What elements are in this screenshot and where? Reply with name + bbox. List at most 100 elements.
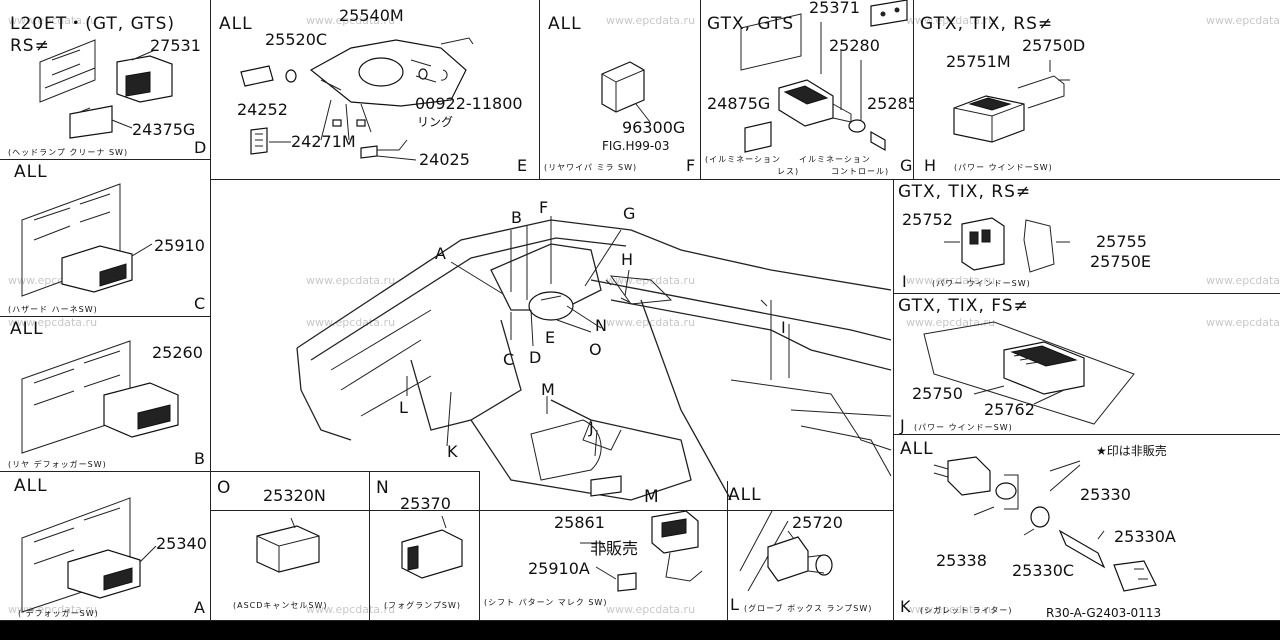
panel-k-note: ★印は非販売 xyxy=(1096,444,1167,458)
panel-b-heading: ALL xyxy=(10,319,44,339)
part-number[interactable]: 24375G xyxy=(132,120,196,139)
part-number[interactable]: 24025 xyxy=(419,150,470,169)
part-number[interactable]: 25720 xyxy=(792,513,843,532)
panel-f-caption: (リヤワイパ ミラ SW) xyxy=(544,163,638,172)
panel-k-heading: ALL xyxy=(900,439,934,459)
part-number[interactable]: 25750D xyxy=(1022,36,1086,55)
panel-g-caption: レス) xyxy=(777,167,800,176)
panel-m-caption: (シフト パターン マレク SW) xyxy=(484,598,608,607)
part-number[interactable]: 00922-11800 xyxy=(415,94,523,113)
watermark: www.epcdata.ru xyxy=(906,14,996,27)
panel-m: M 25861 非販売 25910A (シフト パターン マレク SW) xyxy=(479,481,728,621)
panel-n-caption: (フォグランプSW) xyxy=(384,601,461,610)
panel-b-letter: B xyxy=(194,449,205,468)
panel-n-drawing xyxy=(401,515,463,579)
panel-i-letter: I xyxy=(902,272,907,291)
callout-label[interactable]: B xyxy=(511,208,522,227)
callout-label[interactable]: K xyxy=(447,442,458,461)
panel-n-heading: N xyxy=(376,478,390,498)
part-number[interactable]: 24271M xyxy=(291,132,356,151)
callout-label[interactable]: A xyxy=(435,244,446,263)
panel-l-letter: L xyxy=(730,595,739,614)
part-number[interactable]: 25910A xyxy=(528,559,590,578)
part-number[interactable]: 25861 xyxy=(554,513,605,532)
panel-l-heading: ALL xyxy=(728,485,762,505)
part-number[interactable]: 25370 xyxy=(400,494,451,513)
part-number[interactable]: 25320N xyxy=(263,486,326,505)
callout-label[interactable]: N xyxy=(595,316,607,335)
panel-g-heading: GTX, GTS xyxy=(707,14,795,34)
panel-f: ALL 96300G FIG.H99-03 (リヤワイパ ミラ SW) F xyxy=(539,0,701,180)
part-number[interactable]: 25751M xyxy=(946,52,1011,71)
panel-b: ALL 25260 (リヤ デフォッガーSW) B xyxy=(0,316,211,472)
callout-label[interactable]: O xyxy=(589,340,602,359)
panel-c-letter: C xyxy=(194,294,206,313)
part-number[interactable]: 24252 xyxy=(237,100,288,119)
part-number[interactable]: 96300G xyxy=(622,118,686,137)
panel-a-drawing xyxy=(21,497,157,613)
part-number[interactable]: 25330 xyxy=(1080,485,1131,504)
part-number[interactable]: 25338 xyxy=(936,551,987,570)
panel-g: GTX, GTS 25371 25280 25285 24875G (イルミネー… xyxy=(700,0,914,180)
callout-label[interactable]: J xyxy=(589,418,594,437)
part-number[interactable]: 25330A xyxy=(1114,527,1176,546)
part-number[interactable]: 24875G xyxy=(707,94,771,113)
part-number[interactable]: 25340 xyxy=(156,534,207,553)
watermark: www.epcdata.ru xyxy=(606,14,696,27)
main-dashboard-drawing: A B F G H C D E N O I L K M J xyxy=(210,179,894,511)
part-number[interactable]: 25371 xyxy=(809,0,860,17)
part-number[interactable]: 25752 xyxy=(902,210,953,229)
callout-label[interactable]: E xyxy=(545,328,556,347)
figure-code: R30-A-G2403-0113 xyxy=(1046,606,1162,620)
callout-label[interactable]: H xyxy=(621,250,634,269)
part-number[interactable]: 25330C xyxy=(1012,561,1075,580)
callout-label[interactable]: G xyxy=(623,204,636,223)
watermark: www.epcdata.ru xyxy=(606,603,696,616)
watermark: www.epcdata.ru xyxy=(606,316,696,329)
panel-h-letter: H xyxy=(924,156,937,175)
part-number[interactable]: 27531 xyxy=(150,36,201,55)
callout-label[interactable]: M xyxy=(541,380,555,399)
panel-h: GTX, TIX, RS≠ 25751M 25750D (パワー ウインドーSW… xyxy=(913,0,1280,180)
panel-m-heading: M xyxy=(644,487,660,507)
dashboard-illustration xyxy=(296,216,892,501)
callout-label[interactable]: I xyxy=(781,318,786,337)
panel-d: L20ET・(GT, GTS) RS≠ 27531 24375G (ヘッドランプ… xyxy=(0,0,211,160)
panel-g-letter: G xyxy=(900,156,913,175)
panel-k-drawing xyxy=(933,456,1157,592)
part-number[interactable]: 25280 xyxy=(829,36,880,55)
watermark: www.epcdata.ru xyxy=(906,603,996,616)
panel-i-drawing xyxy=(944,217,1070,273)
part-number[interactable]: 25540M xyxy=(339,6,404,25)
panel-d-letter: D xyxy=(194,138,207,157)
part-number[interactable]: 25260 xyxy=(152,343,203,362)
part-number[interactable]: 25910 xyxy=(154,236,205,255)
callout-label[interactable]: C xyxy=(503,350,515,369)
panel-d-subheading: RS≠ xyxy=(10,36,50,56)
panel-c: ALL 25910 (ハザード ハーネSW) C xyxy=(0,159,211,317)
panel-g-caption: イルミネーション xyxy=(799,155,871,164)
part-number[interactable]: 25750E xyxy=(1090,252,1152,271)
panel-l: ALL 25720 (グローブ ボックス ランプSW) L xyxy=(727,481,894,621)
watermark: www.epcdata.ru xyxy=(1206,274,1280,287)
panel-h-drawing xyxy=(953,60,1070,143)
part-number[interactable]: 25750 xyxy=(912,384,963,403)
panel-f-ref: FIG.H99-03 xyxy=(602,139,670,153)
callout-label[interactable]: D xyxy=(529,348,542,367)
callout-label[interactable]: L xyxy=(399,398,408,417)
part-number[interactable]: 25285 xyxy=(867,94,914,113)
panel-o-caption: (ASCDキャンセルSW) xyxy=(233,601,328,610)
panel-a-heading: ALL xyxy=(14,476,48,496)
panel-d-caption: (ヘッドランプ クリーナ SW) xyxy=(8,148,129,157)
watermark: www.epcdata.ru xyxy=(306,603,396,616)
panel-j-letter: J xyxy=(900,416,905,435)
part-number[interactable]: 25762 xyxy=(984,400,1035,419)
callout-label[interactable]: F xyxy=(539,198,549,217)
part-number[interactable]: 25755 xyxy=(1096,232,1147,251)
panel-k-caption: (シガレット ライター) xyxy=(920,606,1013,615)
watermark: www.epcdata.ru xyxy=(1206,316,1280,329)
panel-o-drawing xyxy=(256,517,320,573)
panel-i-caption: (パワー ウインドーSW) xyxy=(932,279,1031,288)
part-number[interactable]: 25520C xyxy=(265,30,328,49)
panel-d-heading: L20ET・(GT, GTS) xyxy=(10,14,175,34)
